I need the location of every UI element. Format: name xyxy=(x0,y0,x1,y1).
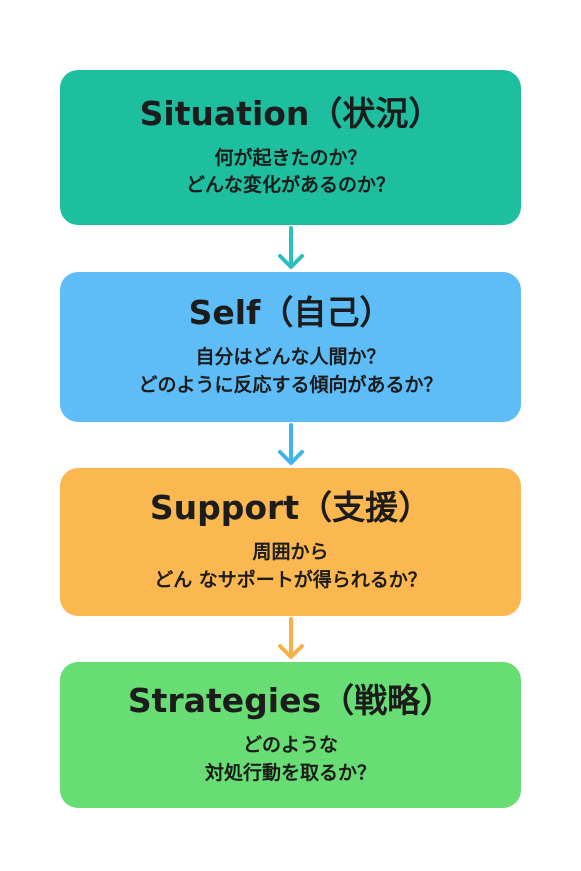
self-line-1: 自分はどんな人間か？ xyxy=(195,346,386,369)
situation-line-2: どんな変化があるのか？ xyxy=(185,174,395,197)
situation-title: Situation（状況） xyxy=(139,93,442,133)
strategies-line-1: どのような xyxy=(242,734,338,757)
self-line-2: どのように反応する傾向があるか？ xyxy=(138,373,443,396)
down-arrow-icon xyxy=(278,423,304,465)
down-arrow-icon xyxy=(278,617,304,659)
strategies-line-2: 対処行動を取るか？ xyxy=(204,761,376,784)
self-box: Self（自己） 自分はどんな人間か？ どのように反応する傾向があるか？ xyxy=(60,272,521,422)
support-title: Support（支援） xyxy=(149,488,432,528)
strategies-box: Strategies（戦略） どのような 対処行動を取るか？ xyxy=(60,662,521,808)
situation-box: Situation（状況） 何が起きたのか？ どんな変化があるのか？ xyxy=(60,70,521,225)
support-line-2: どん なサポートが得られるか？ xyxy=(154,568,427,591)
self-title: Self（自己） xyxy=(188,293,393,333)
situation-line-1: 何が起きたのか？ xyxy=(214,146,367,169)
support-line-1: 周囲から xyxy=(252,541,329,564)
support-box: Support（支援） 周囲から どん なサポートが得られるか？ xyxy=(60,468,521,616)
strategies-title: Strategies（戦略） xyxy=(127,681,454,721)
down-arrow-icon xyxy=(278,226,304,269)
